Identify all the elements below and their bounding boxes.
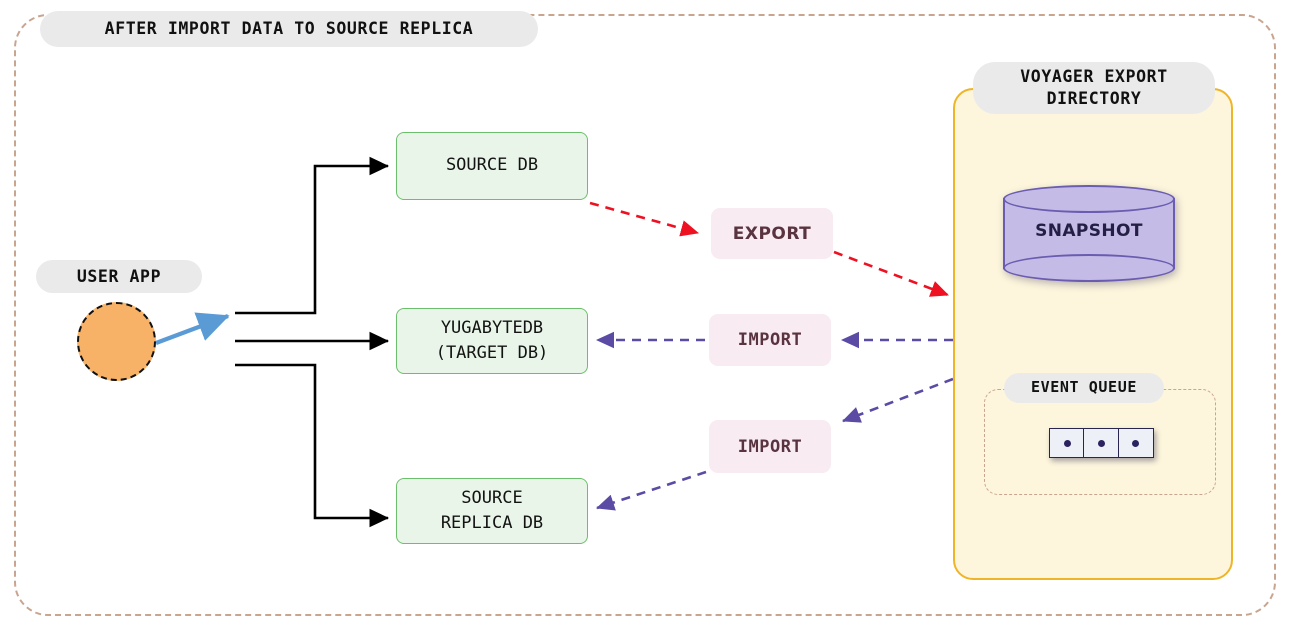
yugabytedb-target-db-node[interactable]: YUGABYTEDB (TARGET DB) bbox=[396, 308, 588, 374]
user-app-icon bbox=[77, 302, 156, 381]
outer-frame bbox=[14, 14, 1276, 616]
source-db-node[interactable]: SOURCE DB bbox=[396, 132, 588, 200]
user-app-label: USER APP bbox=[36, 260, 202, 293]
queue-item-dot-icon bbox=[1097, 439, 1105, 447]
queue-cell bbox=[1117, 428, 1154, 458]
import-replica-operation-label[interactable]: IMPORT bbox=[709, 420, 831, 473]
snapshot-label: SNAPSHOT bbox=[1035, 221, 1143, 241]
import-target-operation-label[interactable]: IMPORT bbox=[709, 314, 831, 366]
source-replica-db-node[interactable]: SOURCE REPLICA DB bbox=[396, 478, 588, 544]
snapshot-cylinder-icon: SNAPSHOT bbox=[1003, 185, 1175, 282]
event-queue-label: EVENT QUEUE bbox=[1004, 373, 1164, 403]
voyager-export-directory-title: VOYAGER EXPORT DIRECTORY bbox=[973, 62, 1215, 114]
page-title: AFTER IMPORT DATA TO SOURCE REPLICA bbox=[40, 11, 538, 47]
queue-cell bbox=[1049, 428, 1085, 458]
cylinder-bottom-ellipse bbox=[1003, 254, 1175, 282]
queue-item-dot-icon bbox=[1132, 439, 1140, 447]
queue-item-dot-icon bbox=[1063, 439, 1071, 447]
queue-cell bbox=[1083, 428, 1120, 458]
export-operation-label[interactable]: EXPORT bbox=[711, 208, 833, 259]
voyager-export-directory-panel bbox=[953, 88, 1233, 580]
cylinder-top-ellipse bbox=[1003, 185, 1175, 213]
event-queue-cells bbox=[1049, 428, 1154, 458]
